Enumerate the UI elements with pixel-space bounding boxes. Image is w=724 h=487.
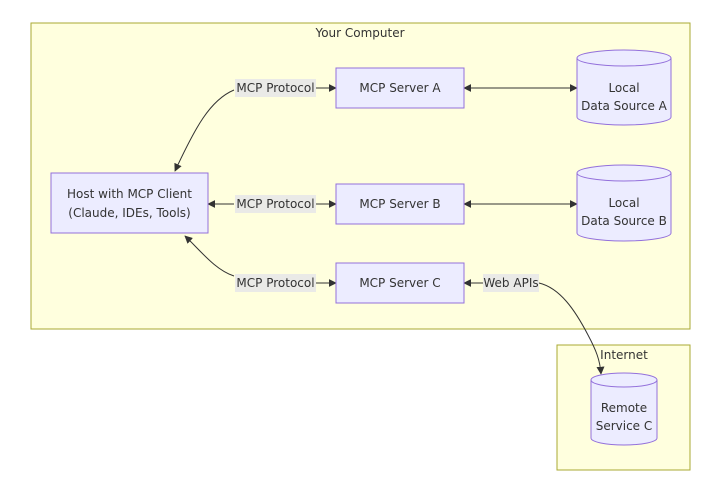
node-server-b[interactable]: MCP Server B bbox=[335, 183, 465, 225]
node-remote-service-c-line2: Service C bbox=[596, 419, 653, 433]
edge-label-protocol-a: MCP Protocol bbox=[235, 79, 316, 97]
edge-protocol-c-to-host bbox=[184, 235, 235, 277]
edge-label-protocol-b: MCP Protocol bbox=[235, 195, 316, 213]
edge-protocol-a-to-host bbox=[174, 89, 235, 172]
node-data-source-b-line1: Local bbox=[608, 196, 639, 210]
node-data-source-a[interactable]: Local Data Source A bbox=[576, 49, 672, 126]
node-server-c[interactable]: MCP Server C bbox=[335, 262, 465, 304]
edges bbox=[174, 84, 605, 375]
node-data-source-b-line2: Data Source B bbox=[581, 214, 667, 228]
node-remote-service-c-line1: Remote bbox=[601, 401, 647, 415]
edge-label-web-apis: Web APIs bbox=[483, 274, 539, 292]
node-remote-service-c[interactable]: Remote Service C bbox=[590, 372, 658, 446]
node-host-line2: (Claude, IDEs, Tools) bbox=[68, 206, 190, 220]
cluster-internet: Internet bbox=[556, 344, 691, 471]
edge-label-protocol-c-text: MCP Protocol bbox=[236, 276, 314, 290]
node-server-a[interactable]: MCP Server A bbox=[335, 67, 465, 109]
node-server-a-label: MCP Server A bbox=[359, 81, 441, 95]
cluster-internet-label: Internet bbox=[600, 348, 648, 362]
edge-label-protocol-c: MCP Protocol bbox=[235, 274, 316, 292]
cluster-your-computer-label: Your Computer bbox=[314, 26, 404, 40]
edge-label-protocol-b-text: MCP Protocol bbox=[236, 197, 314, 211]
node-host[interactable]: Host with MCP Client (Claude, IDEs, Tool… bbox=[50, 172, 209, 234]
edge-label-web-apis-text: Web APIs bbox=[483, 276, 538, 290]
node-data-source-b[interactable]: Local Data Source B bbox=[576, 164, 672, 242]
node-host-line1: Host with MCP Client bbox=[67, 187, 192, 201]
node-server-c-label: MCP Server C bbox=[359, 276, 440, 290]
edge-label-protocol-a-text: MCP Protocol bbox=[236, 81, 314, 95]
node-data-source-a-line1: Local bbox=[608, 81, 639, 95]
node-data-source-a-line2: Data Source A bbox=[581, 99, 667, 113]
edge-web-apis-to-remote-c bbox=[538, 282, 605, 375]
node-server-b-label: MCP Server B bbox=[359, 197, 440, 211]
